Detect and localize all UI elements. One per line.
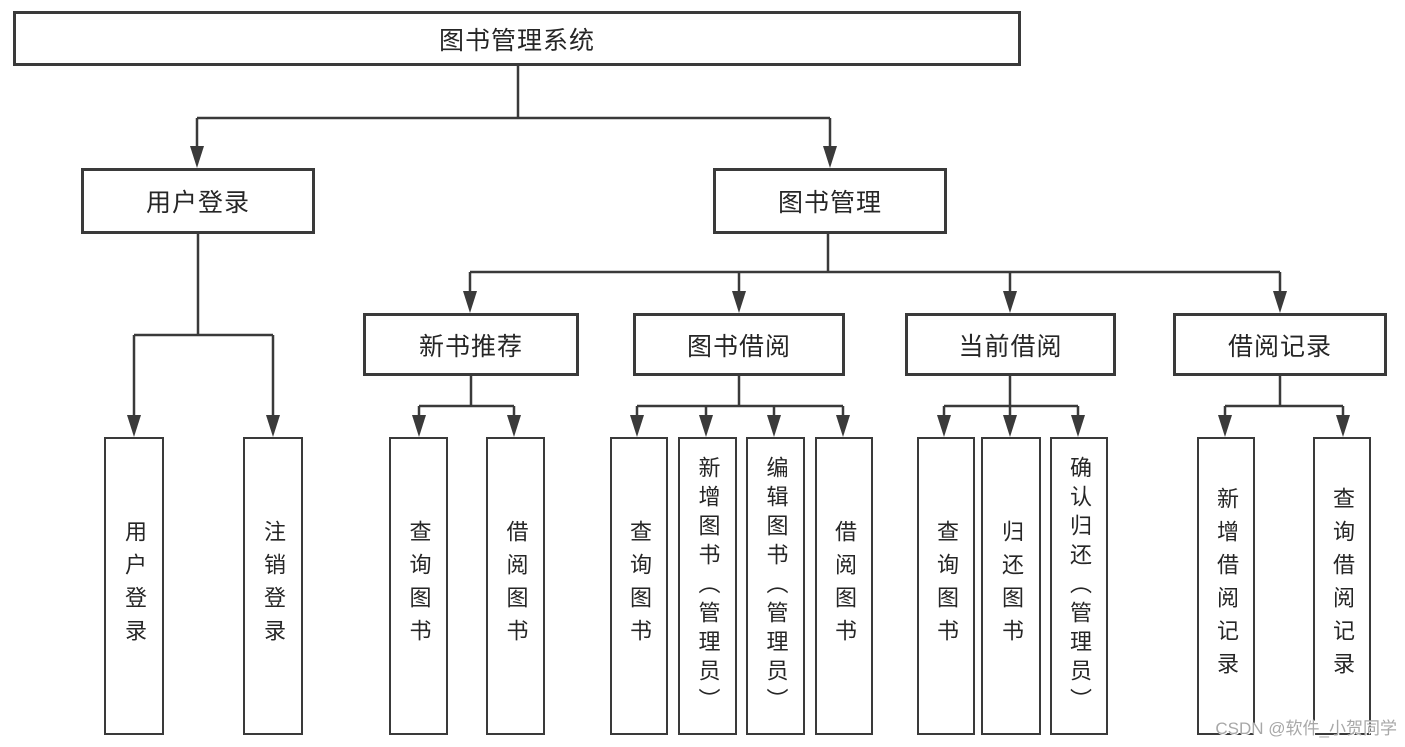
node-borrow-records: 借阅记录 bbox=[1173, 313, 1387, 376]
arrowhead bbox=[630, 415, 644, 437]
node-label: 查询图书 bbox=[934, 520, 959, 652]
arrowhead bbox=[1218, 415, 1232, 437]
node-label: 图书管理系统 bbox=[438, 26, 595, 55]
node-label: 查询借阅记录 bbox=[1330, 487, 1355, 685]
arrowhead bbox=[732, 291, 746, 313]
leaf-query-books-recommend: 查询图书 bbox=[389, 437, 448, 735]
node-root-system: 图书管理系统 bbox=[13, 11, 1021, 66]
node-label: 新增借阅记录 bbox=[1214, 487, 1239, 685]
connector-book-borrow-children bbox=[635, 376, 845, 419]
leaf-query-borrow-record: 查询借阅记录 bbox=[1313, 437, 1371, 735]
arrowhead bbox=[412, 415, 426, 437]
leaf-return-books: 归还图书 bbox=[981, 437, 1041, 735]
arrowhead bbox=[836, 415, 850, 437]
node-book-borrowing: 图书借阅 bbox=[633, 313, 845, 376]
arrowhead bbox=[507, 415, 521, 437]
leaf-query-books-current: 查询图书 bbox=[917, 437, 975, 735]
connector-current-borrow-children bbox=[942, 376, 1080, 419]
leaf-user-login: 用户登录 bbox=[104, 437, 164, 735]
node-label: 借阅图书 bbox=[503, 520, 529, 652]
node-label: 图书借阅 bbox=[686, 332, 791, 361]
leaf-add-books-admin: 新增图书（管理员） bbox=[678, 437, 737, 735]
arrowhead bbox=[463, 291, 477, 313]
arrowhead bbox=[937, 415, 951, 437]
node-label: 借阅记录 bbox=[1227, 332, 1332, 361]
arrowhead bbox=[699, 415, 713, 437]
leaf-add-borrow-record: 新增借阅记录 bbox=[1197, 437, 1255, 735]
arrowhead bbox=[1003, 291, 1017, 313]
node-user-login: 用户登录 bbox=[81, 168, 315, 234]
arrowhead bbox=[127, 415, 141, 437]
node-new-book-recommend: 新书推荐 bbox=[363, 313, 579, 376]
connector-root-to-level2 bbox=[195, 66, 832, 150]
leaf-borrow-books-recommend: 借阅图书 bbox=[486, 437, 545, 735]
arrowhead bbox=[767, 415, 781, 437]
arrowhead bbox=[1336, 415, 1350, 437]
node-label: 确认归还（管理员） bbox=[1067, 455, 1092, 717]
leaf-borrow-books: 借阅图书 bbox=[815, 437, 873, 735]
node-label: 查询图书 bbox=[627, 520, 652, 652]
node-label: 编辑图书（管理员） bbox=[763, 455, 789, 717]
node-label: 当前借阅 bbox=[958, 332, 1063, 361]
node-label: 新书推荐 bbox=[418, 332, 523, 361]
csdn-watermark: CSDN @软件_小贺同学 bbox=[1215, 719, 1397, 738]
node-label: 归还图书 bbox=[999, 520, 1024, 652]
arrowhead bbox=[190, 146, 204, 168]
node-label: 借阅图书 bbox=[832, 520, 857, 652]
node-label: 用户登录 bbox=[145, 189, 250, 217]
connector-borrow-records-children bbox=[1223, 376, 1345, 419]
node-current-borrowing: 当前借阅 bbox=[905, 313, 1116, 376]
arrowhead bbox=[266, 415, 280, 437]
arrowhead bbox=[1071, 415, 1085, 437]
node-label: 图书管理 bbox=[777, 189, 882, 217]
node-label: 查询图书 bbox=[406, 520, 432, 652]
arrowhead bbox=[1273, 291, 1287, 313]
leaf-confirm-return-admin: 确认归还（管理员） bbox=[1050, 437, 1108, 735]
node-book-management: 图书管理 bbox=[713, 168, 947, 234]
node-label: 新增图书（管理员） bbox=[695, 455, 721, 717]
node-label: 用户登录 bbox=[122, 520, 147, 652]
leaf-query-books-borrowing: 查询图书 bbox=[610, 437, 668, 735]
node-label: 注销登录 bbox=[261, 520, 286, 652]
arrowhead bbox=[823, 146, 837, 168]
leaf-logout: 注销登录 bbox=[243, 437, 303, 735]
arrowhead bbox=[1003, 415, 1017, 437]
connector-book-mgmt-children bbox=[468, 234, 1282, 295]
leaf-edit-books-admin: 编辑图书（管理员） bbox=[746, 437, 805, 735]
connector-new-book-rec-children bbox=[417, 376, 516, 419]
connector-user-login-children bbox=[132, 234, 275, 419]
